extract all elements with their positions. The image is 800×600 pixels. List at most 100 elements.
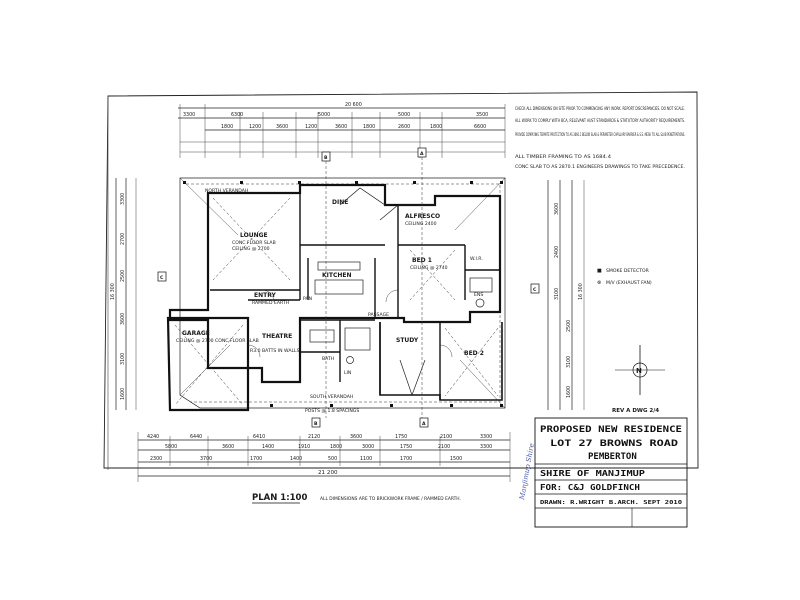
- dim-bot2-5: 1800: [330, 444, 342, 450]
- dim-bot3-4: 1400: [290, 456, 302, 462]
- title-town: PEMBERTON: [588, 452, 637, 462]
- dim-bot2-6: 3000: [362, 444, 374, 450]
- title-block: PROPOSED NEW RESIDENCE LOT 27 BROWNS ROA…: [534, 417, 688, 528]
- dim-top2-8: 1800: [430, 124, 442, 130]
- room-study: STUDY: [396, 337, 419, 344]
- room-wir: W.I.R.: [470, 256, 483, 262]
- dim-top2-3: 3600: [276, 124, 288, 130]
- title-client: FOR: C&J GOLDFINCH: [540, 483, 640, 492]
- dim-right-6: 1600: [566, 386, 572, 398]
- plan-title: PLAN 1:100: [252, 493, 307, 503]
- top-dimensions: 20 600 3300 6300 5000 5000 3500 1800 120…: [178, 102, 506, 158]
- plan-note: ALL DIMENSIONS ARE TO BRICKWORK FRAME / …: [320, 496, 461, 502]
- dim-top2-9: 6600: [474, 124, 486, 130]
- legend-label-smoke: SMOKE DETECTOR: [606, 268, 650, 274]
- dim-top2-5: 3600: [335, 124, 347, 130]
- dim-bottom-total: 21 200: [318, 470, 338, 476]
- legend-label-fan: M/V (EXHAUST FAN): [606, 280, 652, 286]
- room-north-verandah: NORTH VERANDAH: [205, 188, 248, 194]
- section-marker-c-right: C: [533, 287, 537, 293]
- legend: ■ SMOKE DETECTOR ⊗ M/V (EXHAUST FAN): [597, 268, 652, 286]
- dim-left-total: 16 300: [110, 283, 116, 300]
- section-marker-b-top: B: [324, 155, 328, 161]
- room-garage: GARAGE: [182, 330, 210, 337]
- dim-top-total: 20 600: [345, 102, 362, 108]
- dim-bot2-9: 3300: [480, 444, 492, 450]
- legend-symbol-fan: ⊗: [597, 280, 601, 286]
- verandah-posts-note: POSTS @ 1.8 SPACINGS: [305, 408, 359, 414]
- dim-bot3-1: 2300: [150, 456, 162, 462]
- section-marker-a-top: A: [420, 151, 424, 157]
- legend-symbol-smoke: ■: [597, 268, 602, 274]
- dim-top2-1: 1800: [221, 124, 233, 130]
- note-2: ALL WORK TO COMPLY WITH BCA, RELEVANT AU…: [515, 118, 685, 124]
- right-dimensions: 16 300 3600 2400 3100 2500 3100 1600: [547, 180, 585, 410]
- room-south-verandah: SOUTH VERANDAH: [310, 394, 353, 400]
- note-3: PROVIDE COMPLYING TERMITE PROTECTION TO …: [515, 132, 685, 138]
- room-passage: PASSAGE: [368, 312, 389, 318]
- dim-right-5: 3100: [566, 356, 572, 368]
- dim-bot1-6: 1750: [395, 434, 407, 440]
- dim-right-total: 16 300: [578, 283, 584, 300]
- room-bed1-note: CEILING @ 2740: [410, 265, 448, 271]
- general-notes: CHECK ALL DIMENSIONS ON SITE PRIOR TO CO…: [515, 106, 685, 170]
- dim-bot1-4: 2120: [308, 434, 320, 440]
- room-alfresco-note: CEILING 2400: [405, 221, 437, 227]
- dim-bot3-7: 1700: [400, 456, 412, 462]
- room-ens: ENS: [474, 292, 483, 298]
- dim-bot1-3: 6410: [253, 434, 265, 440]
- room-bath: BATH: [322, 356, 334, 362]
- north-label: N: [636, 367, 642, 375]
- dim-bot1-2: 6440: [190, 434, 202, 440]
- dim-bot2-7: 1750: [400, 444, 412, 450]
- dim-top2-7: 2600: [398, 124, 410, 130]
- room-entry-note: RAMMED EARTH: [252, 300, 289, 306]
- room-lounge: LOUNGE: [240, 232, 268, 239]
- room-bed2: BED 2: [464, 350, 484, 357]
- handwritten-note: Manjimup Shire: [518, 443, 536, 502]
- section-markers: B A C C B A: [157, 147, 540, 428]
- dim-bot1-5: 3600: [350, 434, 362, 440]
- dim-bot3-3: 1700: [250, 456, 262, 462]
- dim-right-3: 3100: [554, 288, 560, 300]
- dim-top-5: 3500: [476, 112, 488, 118]
- room-dine: DINE: [332, 199, 348, 206]
- dim-bot2-3: 1400: [262, 444, 274, 450]
- dim-bot3-6: 1100: [360, 456, 372, 462]
- section-marker-b-bottom: B: [314, 421, 318, 427]
- note-5: CONC SLAB TO AS 2870.1 ENGINEERS DRAWING…: [515, 164, 685, 170]
- dim-bot1-1: 4240: [147, 434, 159, 440]
- dim-bot2-1: 5800: [165, 444, 177, 450]
- dim-left-2: 2700: [120, 233, 126, 245]
- room-lounge-ceiling: CEILING @ 2700: [232, 246, 270, 252]
- dim-top-2: 6300: [231, 112, 243, 118]
- dim-right-2: 2400: [554, 246, 560, 258]
- dim-bot2-8: 2100: [438, 444, 450, 450]
- title-lot: LOT 27 BROWNS ROAD: [550, 439, 679, 449]
- dim-top-3: 5000: [318, 112, 330, 118]
- left-dimensions: 16 300 3300 2700 2500 3600 3100 1600: [110, 178, 137, 410]
- dim-left-4: 3600: [120, 313, 126, 325]
- dim-top2-6: 1800: [363, 124, 375, 130]
- bottom-dimensions: 4240 6440 6410 2120 3600 1750 2100 3300 …: [137, 432, 511, 482]
- dim-bot3-5: 500: [328, 456, 337, 462]
- room-theatre: THEATRE: [262, 333, 292, 340]
- dim-right-1: 3600: [554, 203, 560, 215]
- dim-bot2-2: 3600: [222, 444, 234, 450]
- title-project: PROPOSED NEW RESIDENCE: [540, 425, 682, 435]
- dim-left-1: 3300: [120, 193, 126, 205]
- room-lin: LIN: [344, 370, 351, 376]
- room-garage-note: CEILING @ 2700 CONC FLOOR SLAB: [176, 338, 259, 344]
- dim-bot2-4: 1910: [298, 444, 310, 450]
- room-kitchen: KITCHEN: [322, 272, 352, 279]
- section-marker-a-bottom: A: [422, 421, 426, 427]
- dim-bot1-8: 3300: [480, 434, 492, 440]
- dim-bot3-8: 1500: [450, 456, 462, 462]
- section-marker-c-left: C: [160, 275, 164, 281]
- sheet-border: [103, 91, 699, 470]
- title-shire: SHIRE OF MANJIMUP: [540, 469, 645, 478]
- north-arrow: N: [615, 345, 665, 395]
- title-drawn: DRAWN: R.WRIGHT B.ARCH. SEPT 2010: [540, 500, 683, 506]
- dim-top2-4: 1200: [305, 124, 317, 130]
